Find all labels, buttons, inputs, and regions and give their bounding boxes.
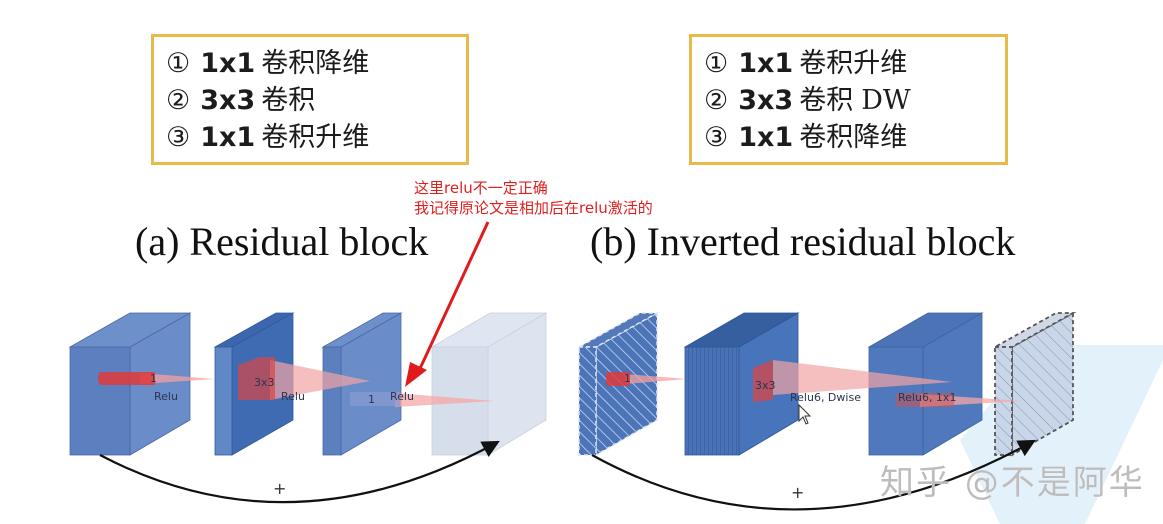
kernel-projection <box>773 360 952 395</box>
annotation-arrowhead <box>405 362 427 387</box>
kernel-projection <box>270 360 370 400</box>
kernel-projection <box>395 393 495 407</box>
plus-sign-b: + <box>791 483 804 502</box>
kernel-3x3-b2 <box>753 360 773 402</box>
kernel-size: 1x1 <box>200 48 256 79</box>
kernel-3x3-a2 <box>238 357 275 400</box>
kernel-size: 3x3 <box>738 85 794 116</box>
annotation-line: 我记得原论文是相加后在relu激活的 <box>414 199 653 217</box>
kernel-size: 1x1 <box>738 48 794 79</box>
step-text: 卷积 <box>261 85 316 116</box>
kernel-label: 1 <box>150 372 157 385</box>
kernel-1x1-b3 <box>896 393 954 407</box>
step-text: 卷积升维 <box>799 48 908 79</box>
kernel-projection <box>140 373 215 384</box>
step-text: 卷积 <box>799 85 854 116</box>
annotation-arrow <box>415 221 490 376</box>
caption-inverted-residual-block: (b) Inverted residual block <box>590 219 1016 264</box>
kernel-1x1-b1 <box>606 372 630 386</box>
mouse-cursor-icon <box>798 403 812 425</box>
step-suffix: DW <box>861 85 911 116</box>
kernel-size: 1x1 <box>738 122 794 153</box>
kernel-label: 3x3 <box>755 379 776 392</box>
skip-connection-arrow-a <box>99 440 500 504</box>
step-number: ③ <box>166 122 191 153</box>
step-text: 卷积降维 <box>799 122 908 153</box>
step-text: 卷积降维 <box>261 48 370 79</box>
step-number: ② <box>166 85 191 116</box>
step-text: 卷积升维 <box>261 122 370 153</box>
activation-label: Relu6, Dwise <box>790 391 861 404</box>
step-number: ③ <box>704 122 729 153</box>
annotation-note: 这里relu不一定正确 我记得原论文是相加后在relu激活的 <box>414 178 653 218</box>
kernel-label: 3x3 <box>254 376 275 389</box>
plus-sign-a: + <box>273 479 286 498</box>
activation-label: Relu6, 1x1 <box>898 391 956 404</box>
kernel-size: 3x3 <box>200 85 256 116</box>
kernel-size: 1x1 <box>200 122 256 153</box>
annotation-line: 这里relu不一定正确 <box>414 179 548 197</box>
caption-residual-block: (a) Residual block <box>135 219 429 264</box>
kernel-1x1-a1 <box>98 372 155 385</box>
kernel-label: 1 <box>368 393 375 406</box>
activation-label: Relu <box>281 390 305 403</box>
kernel-projection <box>625 374 687 384</box>
step-number: ① <box>704 48 729 79</box>
kernel-1x1-a3 <box>350 392 400 406</box>
step-number: ② <box>704 85 729 116</box>
activation-label: Relu <box>154 390 178 403</box>
block-a1 <box>68 312 192 456</box>
watermark-text: 知乎 @不是阿华 <box>880 463 1145 503</box>
block-a4-output <box>430 312 548 456</box>
kernel-label: 1 <box>624 372 631 385</box>
step-number: ① <box>166 48 191 79</box>
skip-connection-arrow-b <box>591 439 1036 511</box>
activation-label: Relu <box>390 390 414 403</box>
